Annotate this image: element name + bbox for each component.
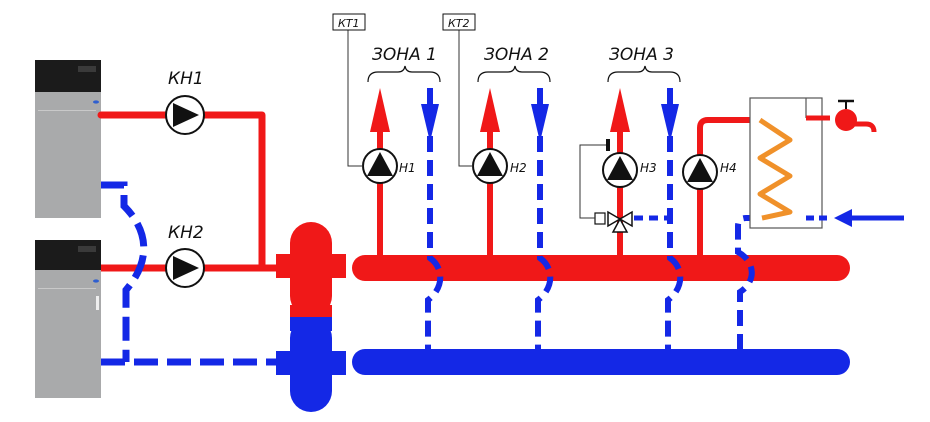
pump-kn1-arrow <box>173 103 199 127</box>
pump-h4-label: Н4 <box>720 161 737 175</box>
pump-h1-label: Н1 <box>399 161 416 175</box>
zone-1-circuit <box>347 30 444 350</box>
zone-2-pump-arrow <box>477 152 503 176</box>
zone-2-circuit <box>458 30 554 350</box>
separator-cold-flange <box>276 351 346 375</box>
boiler-top-seam <box>38 110 96 111</box>
hydraulic-separator-hot-fill <box>290 305 332 319</box>
boiler-supply-pipes <box>97 111 282 272</box>
pump-h2-label: Н2 <box>510 161 527 175</box>
pump-kn1 <box>165 95 205 135</box>
zone-1-brace <box>367 65 441 83</box>
return-manifold <box>352 349 850 375</box>
temperature-sensor <box>606 139 610 151</box>
zone-2-return-arrow <box>531 104 549 142</box>
zone-3-return-pipe <box>665 88 684 350</box>
zone-3-circuit <box>579 88 684 350</box>
boiler-top <box>35 60 101 218</box>
pump-h3-label: Н3 <box>640 161 657 175</box>
thermostat-1-wire <box>347 30 363 167</box>
boiler-top-display <box>78 66 96 72</box>
boiler-bottom <box>35 240 101 398</box>
cold-water-inlet <box>806 209 904 227</box>
tap-spout <box>852 121 877 133</box>
zone-1-label: ЗОНА 1 <box>372 45 437 65</box>
valve-sensor-wire <box>579 144 606 219</box>
boiler-bottom-display <box>78 246 96 252</box>
hydraulic-separator-cold-fill <box>290 317 332 331</box>
indirect-water-heater-icon <box>749 97 830 229</box>
boiler-top-logo <box>93 100 99 104</box>
pump-kn1-label: КН1 <box>168 69 204 89</box>
zone-2-return-pipe <box>535 88 554 350</box>
boiler-top-control-panel <box>35 60 101 92</box>
boiler-bottom-logo <box>93 279 99 283</box>
thermostat-1-label: КТ1 <box>338 17 360 30</box>
valve-actuator <box>594 212 606 225</box>
zone-3-pump-arrow <box>607 156 633 180</box>
zone-1-pump-arrow <box>367 152 393 176</box>
thermostat-1-box <box>332 13 366 31</box>
dhw-circuit <box>682 117 762 350</box>
zone-3-supply-arrow <box>610 88 630 132</box>
dhw-supply-pipe <box>697 117 760 255</box>
boiler-return-pipes <box>101 181 282 366</box>
tap-body <box>835 109 857 131</box>
supply-manifold <box>352 255 850 281</box>
zone-braces <box>367 65 681 83</box>
pump-kn2 <box>165 248 205 288</box>
three-way-mixing-valve-icon <box>594 210 633 233</box>
water-tap-icon <box>835 99 877 133</box>
zone-1-return-pipe <box>425 88 444 350</box>
zone-2-supply-arrow <box>480 88 500 132</box>
thermostat-2-box <box>442 13 476 31</box>
cold-water-arrow <box>834 209 852 227</box>
zone-2-brace <box>477 65 551 83</box>
valve-left-wedge <box>607 210 622 228</box>
zone-1-supply-arrow <box>370 88 390 132</box>
separator-hot-flange <box>276 254 346 278</box>
pump-kn2-label: КН2 <box>168 223 204 243</box>
zone-3-brace <box>607 65 681 83</box>
zone-2-label: ЗОНА 2 <box>484 45 549 65</box>
dhw-return-pipe <box>735 215 762 350</box>
valve-bottom-wedge <box>611 217 629 233</box>
zone-3-return-arrow <box>661 104 679 142</box>
boiler-top-return-pipe <box>101 181 148 362</box>
boiler-bottom-control-panel <box>35 240 101 270</box>
zone-1-return-arrow <box>421 104 439 142</box>
heat-exchanger-coil <box>757 117 793 221</box>
pump-kn2-arrow <box>173 256 199 280</box>
zone-3-label: ЗОНА 3 <box>609 45 674 65</box>
valve-right-wedge <box>618 210 633 228</box>
thermostat-2-wire <box>458 30 473 167</box>
thermostat-2-label: КТ2 <box>448 17 470 30</box>
boiler-bottom-seam <box>38 288 96 289</box>
dhw-pump-arrow <box>687 158 713 182</box>
boiler-bottom-window <box>96 296 99 310</box>
